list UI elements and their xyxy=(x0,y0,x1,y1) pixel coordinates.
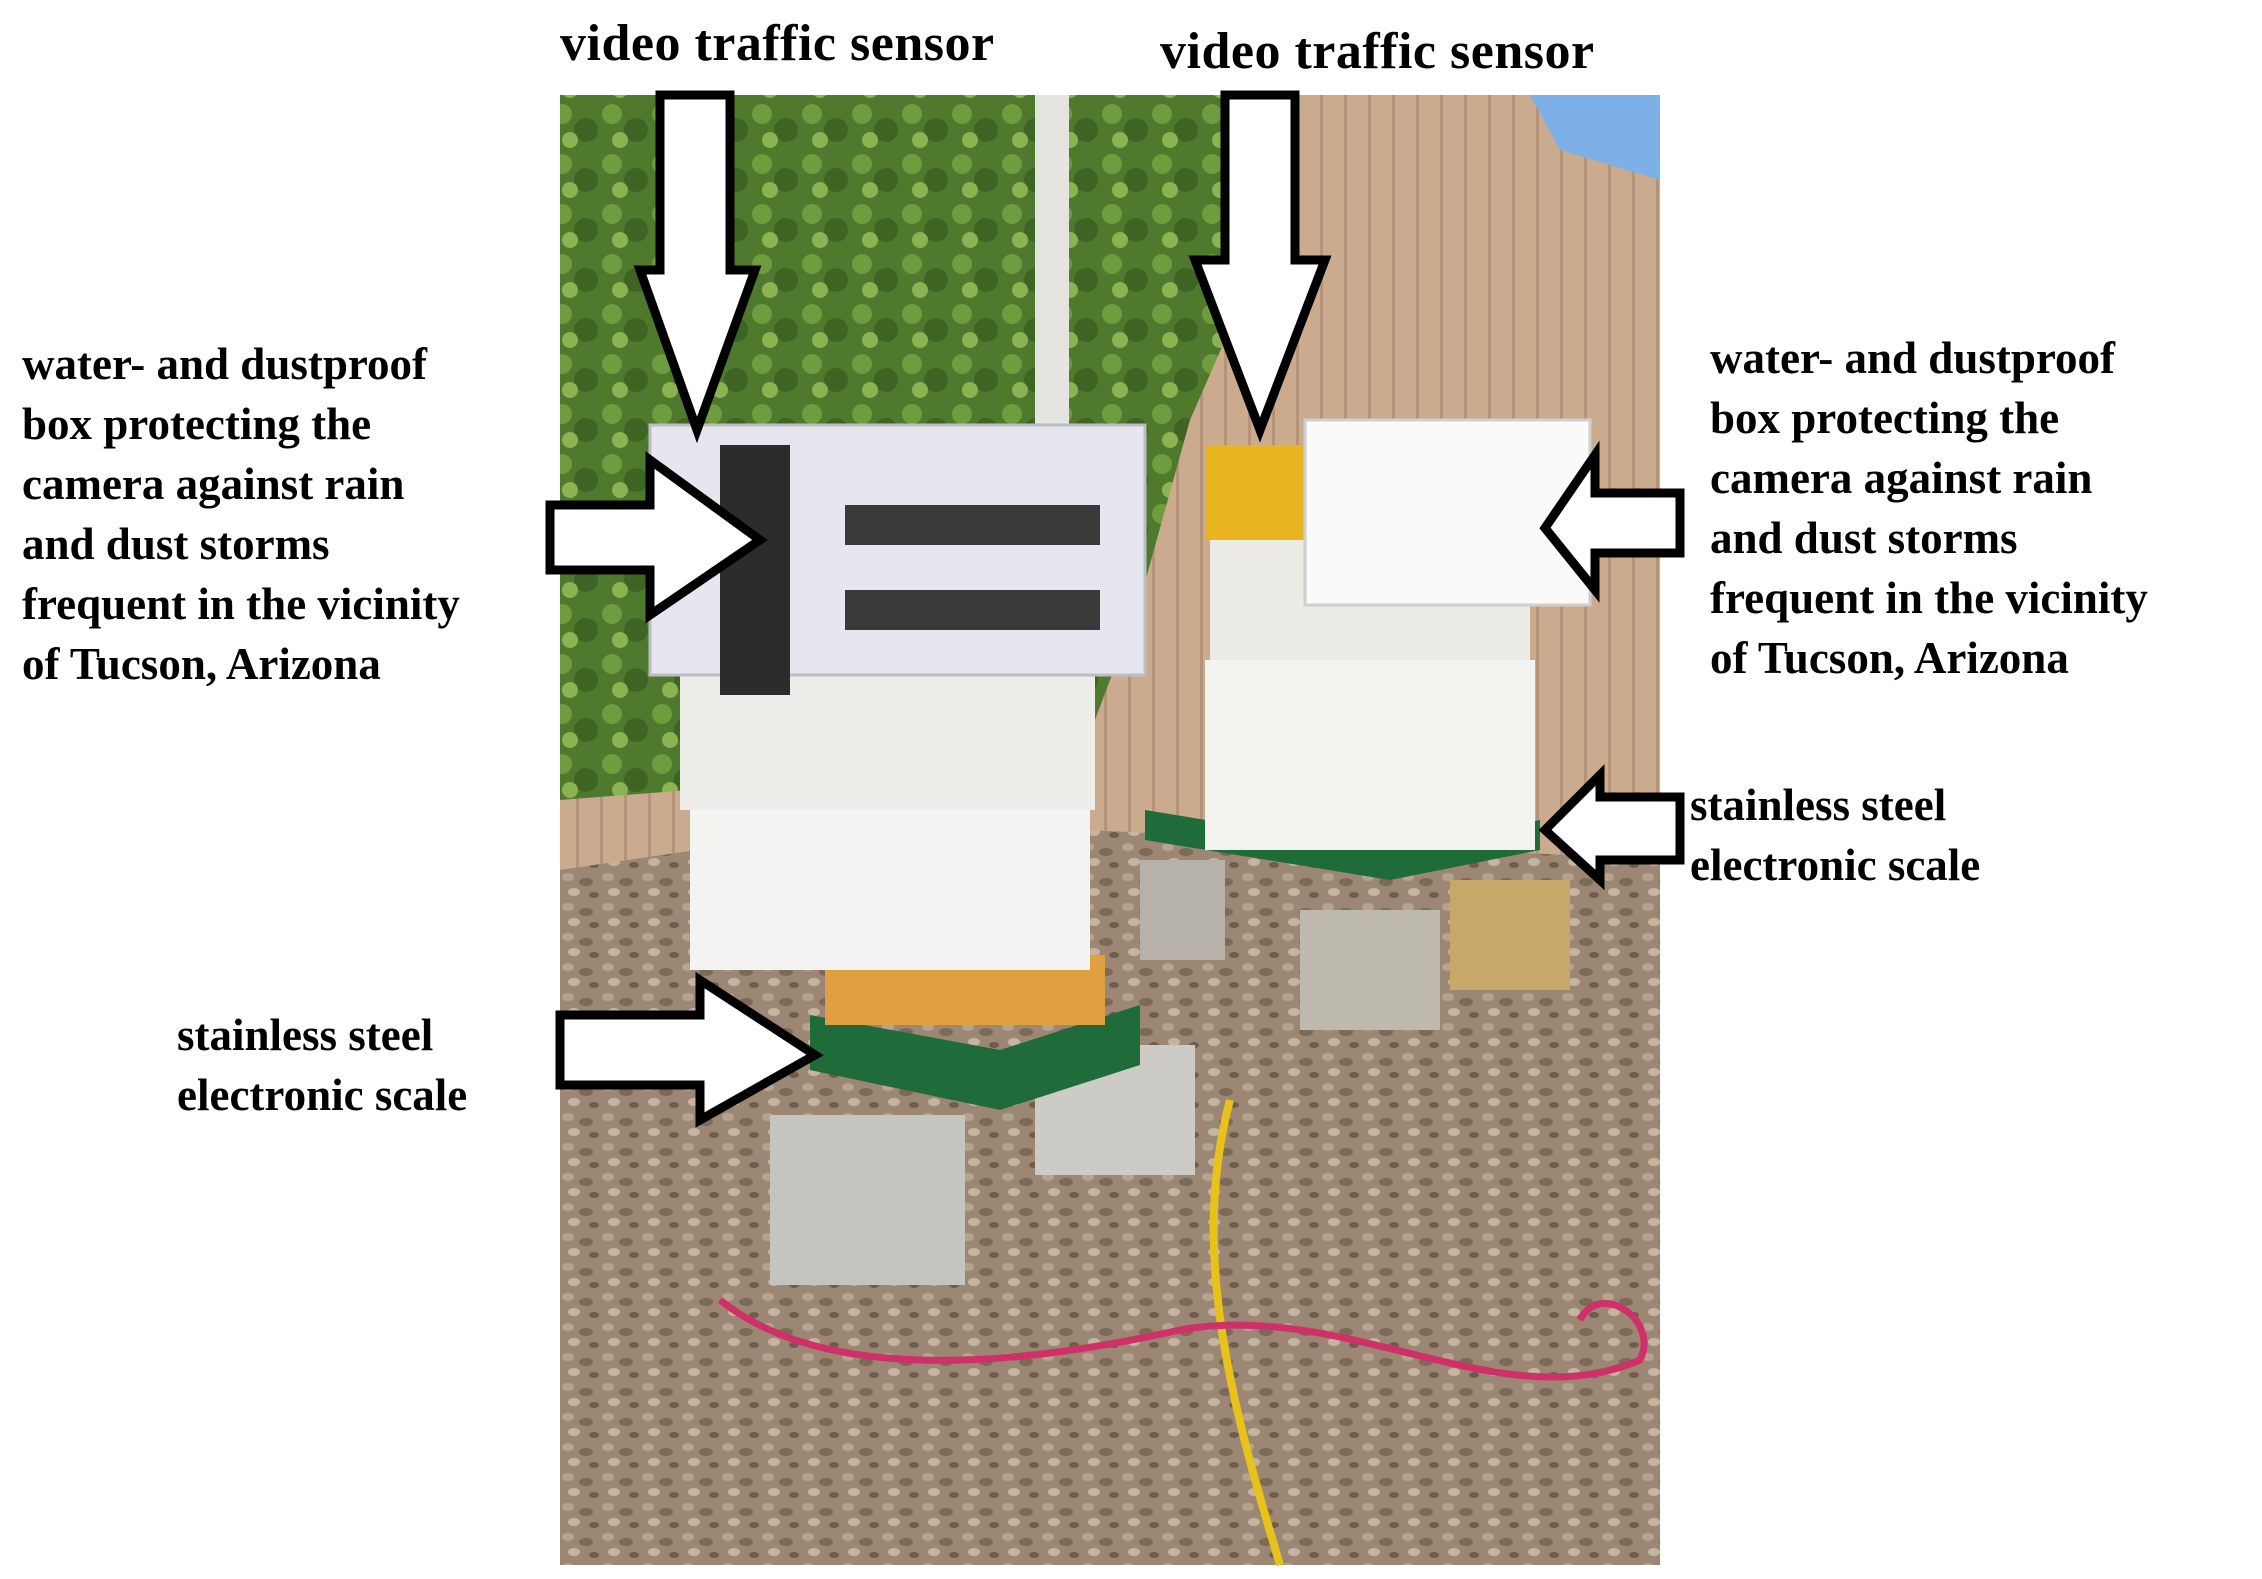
hive-photo xyxy=(560,95,1660,1567)
arrow-right-box-left-icon xyxy=(545,451,768,624)
scale-label-left: stainless steel electronic scale xyxy=(177,1010,468,1120)
box-label-left: water- and dustproof box protecting the … xyxy=(22,339,460,689)
arrow-down-left-icon xyxy=(633,90,762,444)
arrow-down-right-icon xyxy=(1188,90,1332,443)
box-label-right: water- and dustproof box protecting the … xyxy=(1710,333,2148,683)
right-hive xyxy=(1140,418,1592,1030)
camera-label-right: video traffic sensor xyxy=(1160,23,1595,80)
camera-label-left: video traffic sensor xyxy=(560,15,995,72)
scale-label-right: stainless steel electronic scale xyxy=(1690,780,1981,890)
arrow-left-box-right-icon xyxy=(1539,440,1685,603)
arrow-left-scale-right-icon xyxy=(1538,764,1685,891)
arrow-right-scale-left-icon xyxy=(555,971,824,1128)
left-hive xyxy=(648,423,1195,1285)
